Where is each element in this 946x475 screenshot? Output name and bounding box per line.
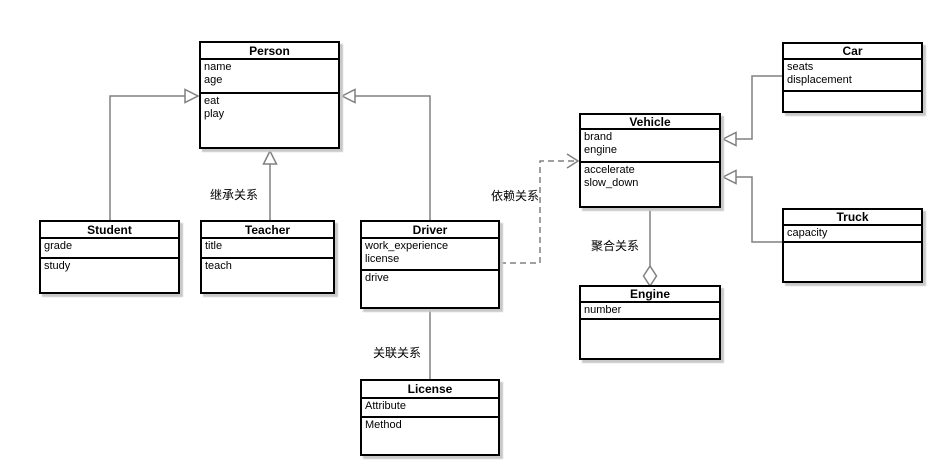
class-driver: Driver work_experience license drive [360,220,500,309]
inheritance-arrow-icon [262,149,278,165]
method: play [204,108,225,120]
class-license-methods: Method [362,418,498,454]
method: drive [365,272,389,284]
class-vehicle-methods: accelerate slow_down [581,163,719,206]
connector-student-person [109,95,185,220]
connector-car-vehicle [736,75,782,140]
class-engine-methods [581,320,719,358]
class-person-methods: eat play [201,94,338,147]
method: study [44,260,71,272]
label-aggregation: 聚合关系 [591,239,640,253]
class-car: Car seats displacement [782,42,923,113]
aggregation-diamond-icon [642,264,658,288]
label-association: 关联关系 [373,346,422,360]
class-person-attributes: name age [201,60,338,94]
attribute: engine [584,144,618,156]
inheritance-arrow-icon [721,169,737,185]
class-car-methods [784,92,921,111]
class-engine: Engine number [579,285,721,360]
attribute: name [204,61,232,73]
class-engine-title: Engine [581,287,719,303]
method: Method [365,419,402,431]
class-teacher-title: Teacher [202,222,333,239]
label-inheritance: 继承关系 [210,188,259,202]
class-truck-title: Truck [784,210,921,226]
attribute: number [584,304,622,316]
class-teacher: Teacher title teach [200,220,335,294]
class-car-title: Car [784,44,921,60]
class-vehicle: Vehicle brand engine accelerate slow_dow… [579,113,721,208]
method: slow_down [584,177,639,189]
attribute: title [205,240,223,252]
inheritance-arrow-icon [184,88,200,104]
connector-driver-person [355,95,431,220]
method: teach [205,260,232,272]
class-teacher-methods: teach [202,259,333,292]
attribute: work_experience [365,240,449,252]
class-teacher-attributes: title [202,239,333,259]
class-engine-attributes: number [581,303,719,320]
class-truck-methods [784,243,921,281]
class-vehicle-title: Vehicle [581,115,719,130]
class-driver-title: Driver [362,222,498,239]
attribute: age [204,74,223,86]
attribute: displacement [787,74,852,86]
class-vehicle-attributes: brand engine [581,130,719,163]
method: accelerate [584,164,635,176]
class-license-attributes: Attribute [362,399,498,418]
attribute: capacity [787,227,828,239]
class-student-methods: study [41,259,178,292]
class-student-attributes: grade [41,239,178,259]
attribute: brand [584,131,613,143]
class-person: Person name age eat play [199,41,340,149]
attribute: grade [44,240,73,252]
class-driver-attributes: work_experience license [362,239,498,271]
class-license-title: License [362,381,498,399]
class-car-attributes: seats displacement [784,60,921,92]
connector-truck-vehicle [736,176,782,243]
class-student-title: Student [41,222,178,239]
dependency-arrow-icon [566,153,580,169]
method: eat [204,95,220,107]
class-driver-methods: drive [362,271,498,307]
attribute: seats [787,61,814,73]
inheritance-arrow-icon [340,88,356,104]
class-license: License Attribute Method [360,379,500,456]
class-truck-attributes: capacity [784,226,921,243]
attribute: Attribute [365,400,406,412]
class-student: Student grade study [39,220,180,294]
label-dependency: 依赖关系 [491,189,540,203]
class-truck: Truck capacity [782,208,923,283]
inheritance-arrow-icon [721,131,737,147]
attribute: license [365,253,400,265]
connector-driver-vehicle [500,160,576,264]
class-person-title: Person [201,43,338,60]
